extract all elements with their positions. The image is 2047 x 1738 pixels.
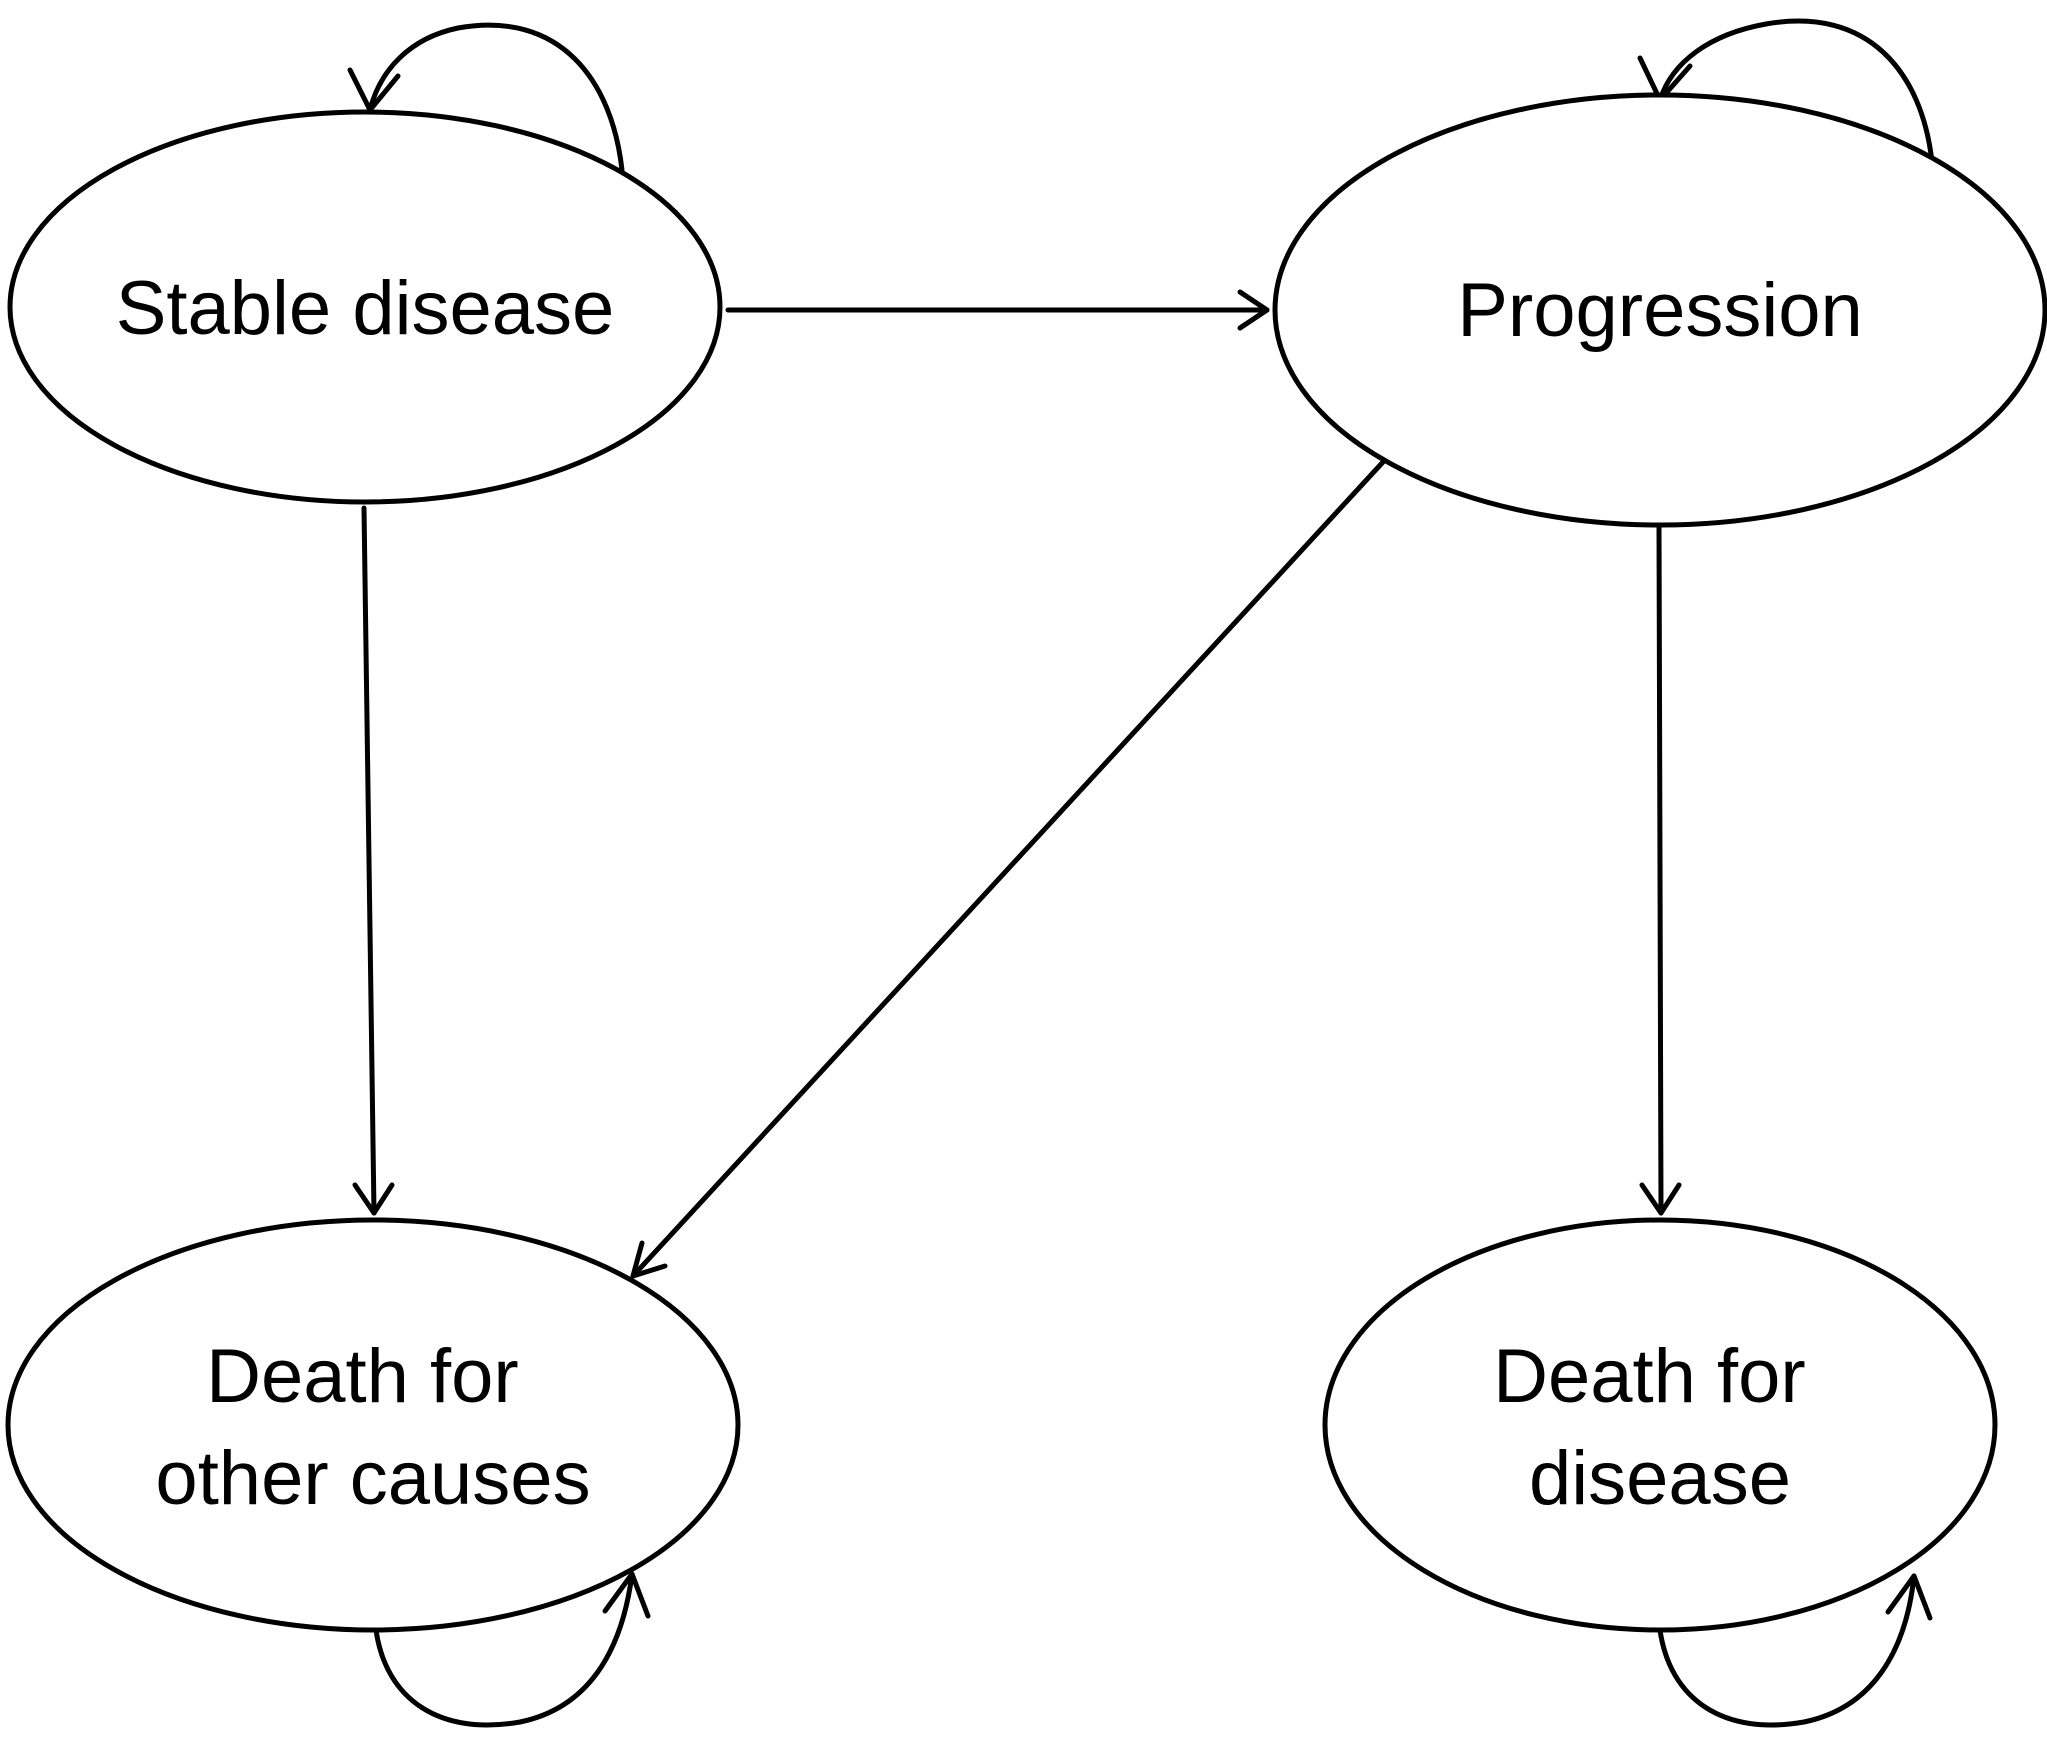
node-progression-label: Progression — [1457, 268, 1863, 353]
self-loop-death-other — [373, 1571, 651, 1728]
node-stable-disease-shape — [7, 109, 723, 505]
node-death-for-disease-label: Death for disease — [1493, 1334, 1827, 1521]
edge-progression-to-death-other — [630, 459, 1386, 1279]
node-death-other-causes: Death for other causes — [5, 1217, 741, 1633]
node-death-for-disease: Death for disease — [1322, 1217, 1998, 1633]
node-death-for-disease-label-line-1: Death for — [1493, 1334, 1806, 1419]
node-stable-disease-label: Stable disease — [116, 266, 615, 351]
node-death-other-causes-label-line-1: Death for — [206, 1334, 519, 1419]
edges — [347, 18, 1935, 1728]
node-death-for-disease-label-line-2: disease — [1529, 1436, 1791, 1521]
edge-stable-to-death-other — [352, 505, 395, 1216]
node-stable-disease: Stable disease — [7, 109, 723, 505]
node-death-other-causes-label-line-2: other causes — [155, 1436, 590, 1521]
node-death-for-disease-shape — [1322, 1217, 1998, 1633]
node-death-other-causes-shape — [5, 1217, 741, 1633]
edge-progression-to-death-disease — [1639, 522, 1682, 1216]
self-loop-death-disease — [1657, 1573, 1933, 1728]
node-progression: Progression — [1272, 92, 2047, 528]
node-death-other-causes-label: Death for other causes — [155, 1334, 590, 1521]
edge-stable-to-progression — [725, 289, 1270, 331]
node-progression-shape — [1272, 92, 2047, 528]
